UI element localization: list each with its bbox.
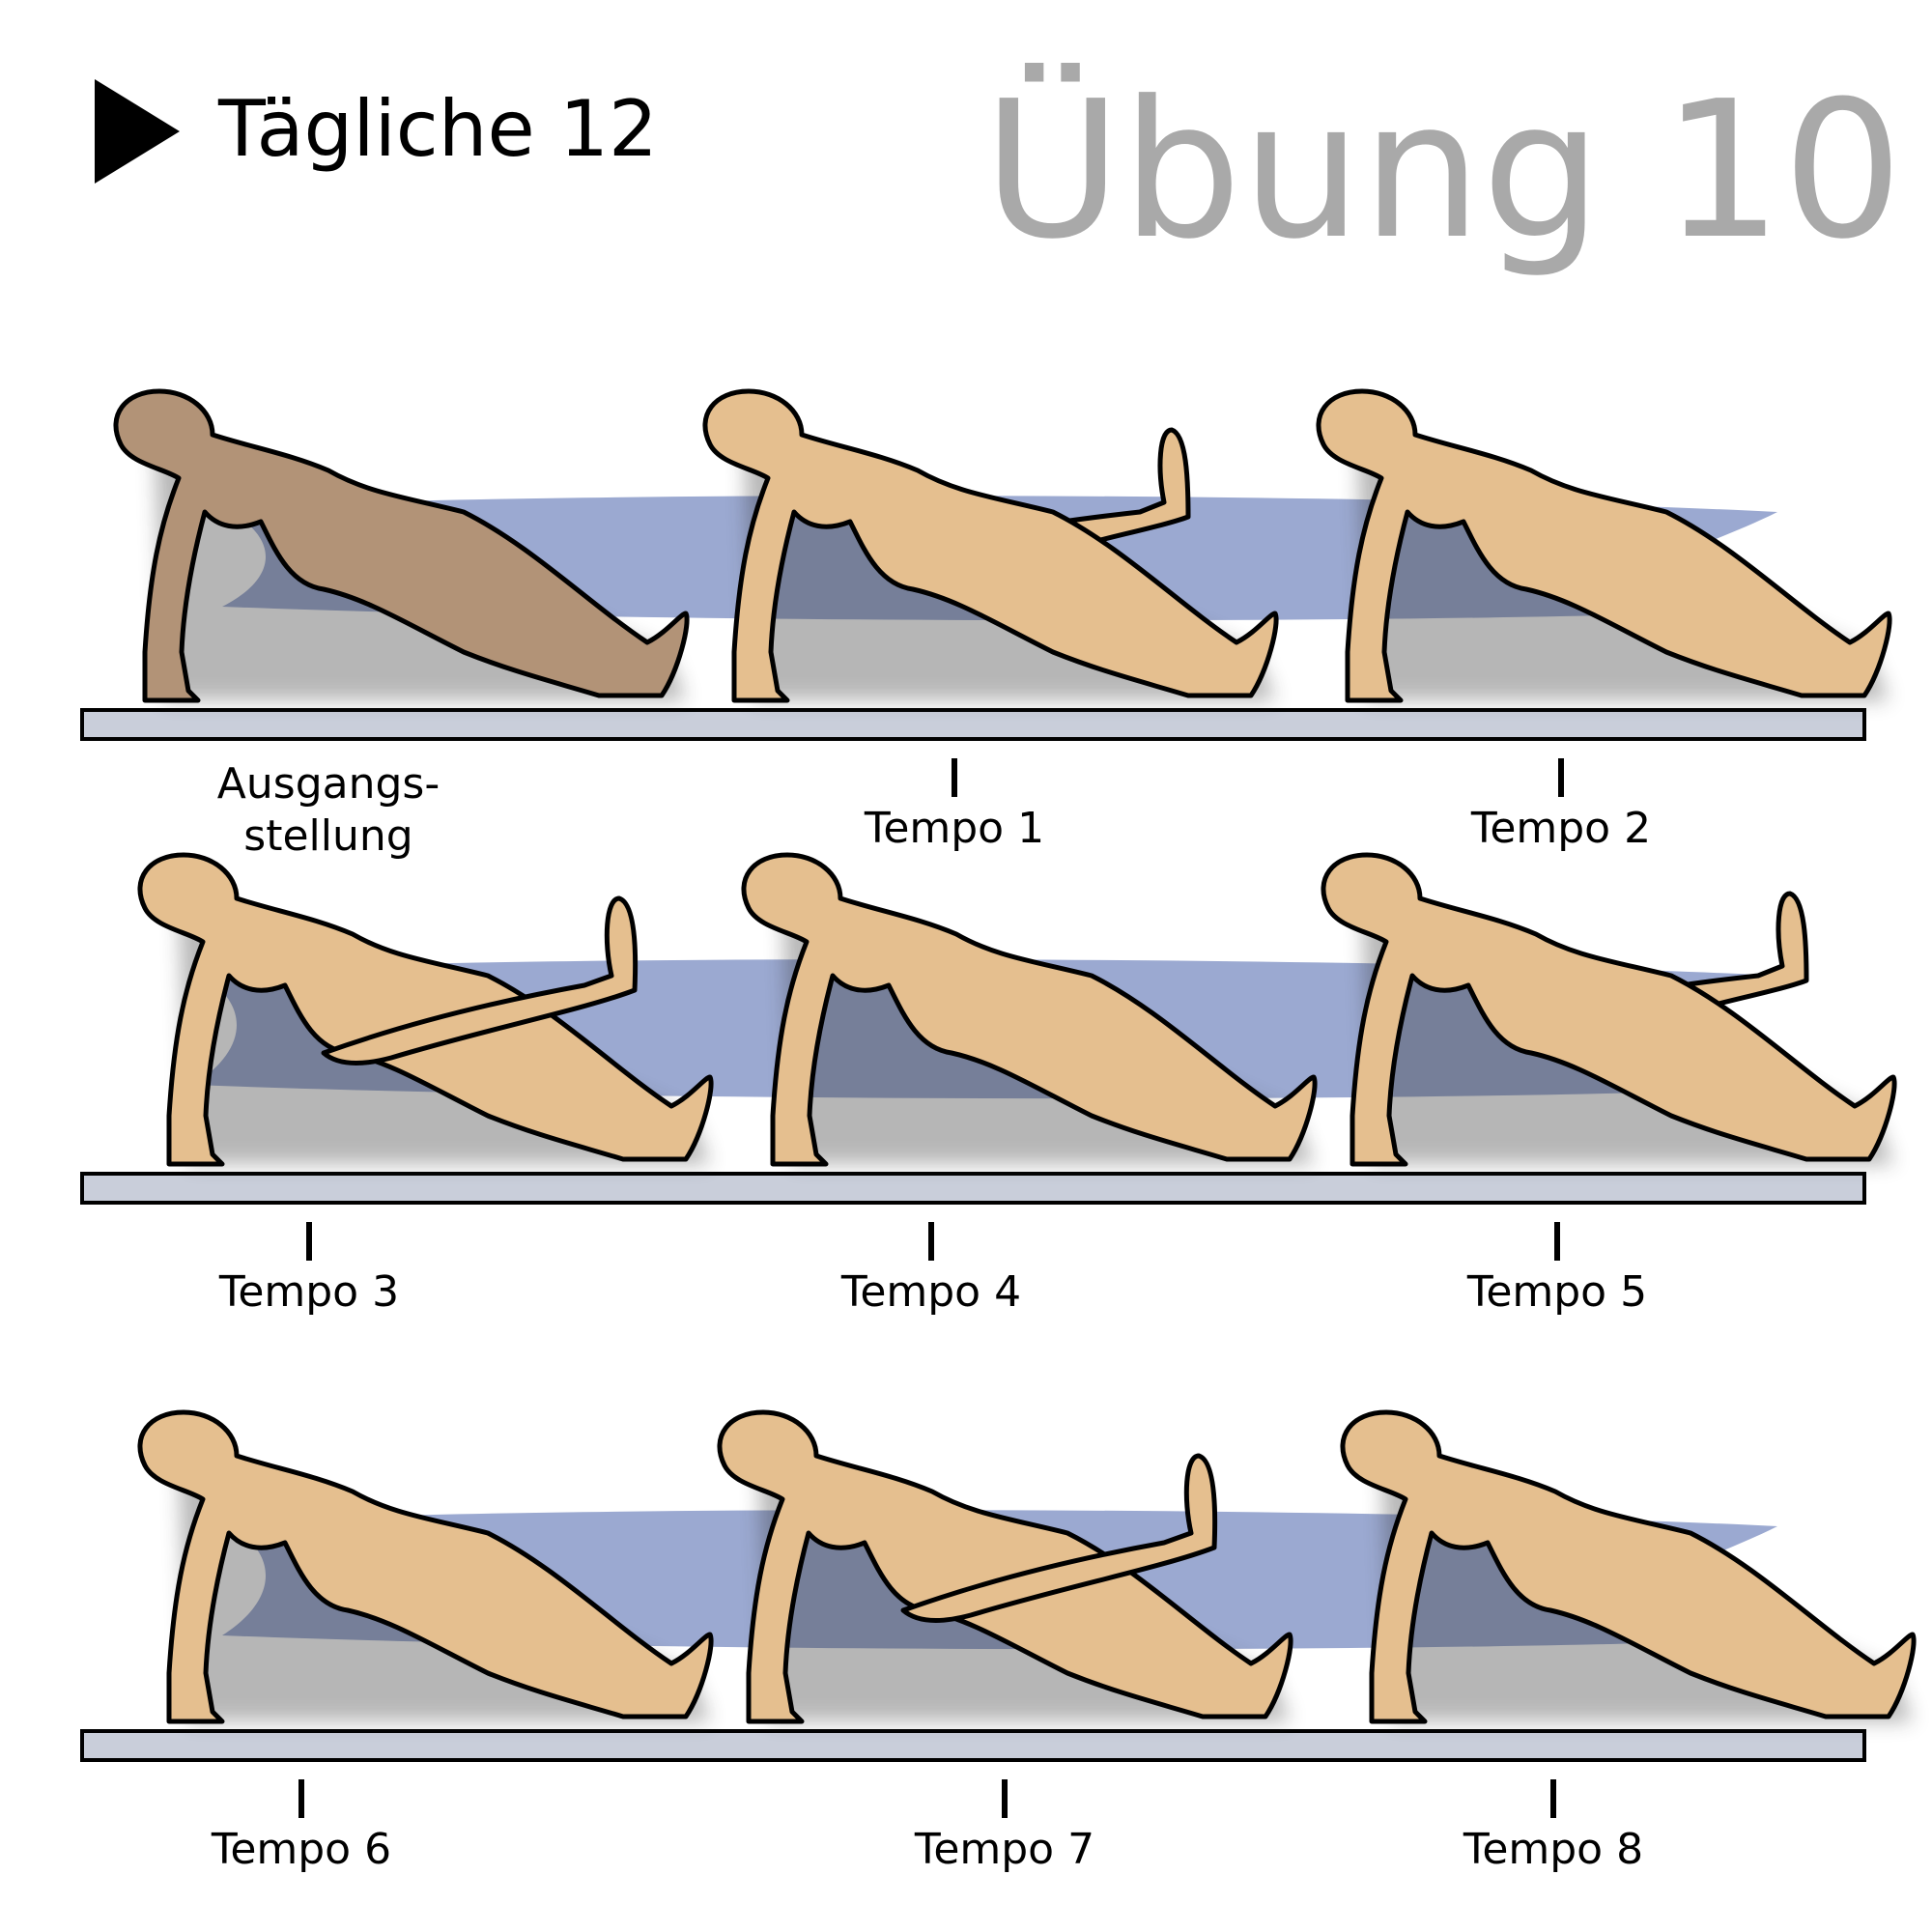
count-tick — [298, 1779, 304, 1818]
exercise-title: Übung 10 — [982, 61, 1903, 281]
exercise-figure — [1321, 852, 1897, 1167]
exercise-figure — [137, 1409, 714, 1724]
series-title: Tägliche 12 — [218, 84, 658, 174]
step-label: Tempo 5 — [1466, 1267, 1648, 1317]
floor-mat — [80, 708, 1866, 741]
exercise-figure — [741, 852, 1318, 1167]
play-triangle-icon — [95, 79, 180, 184]
count-tick — [1558, 758, 1564, 797]
figure-body — [702, 388, 1279, 703]
exercise-figure — [1340, 1409, 1917, 1724]
step-label: Tempo 7 — [914, 1825, 1095, 1874]
figure-body — [1321, 852, 1897, 1167]
count-tick — [1002, 1779, 1008, 1818]
figure-body — [1316, 388, 1892, 703]
count-tick — [306, 1222, 312, 1261]
figure-body — [741, 852, 1318, 1167]
figure-body — [137, 852, 714, 1167]
count-tick — [928, 1222, 934, 1261]
count-tick — [1554, 1222, 1560, 1261]
step-label: Tempo 1 — [864, 804, 1045, 853]
count-tick — [952, 758, 957, 797]
figure-body — [1340, 1409, 1917, 1724]
step-label: Tempo 8 — [1463, 1825, 1644, 1874]
figure-body — [113, 388, 690, 703]
figure-body — [137, 1409, 714, 1724]
step-label: Ausgangs-stellung — [174, 758, 483, 863]
exercise-figure — [113, 388, 690, 703]
step-label-line: stellung — [243, 811, 413, 861]
exercise-figure — [717, 1409, 1293, 1724]
raised-leg — [900, 1453, 1218, 1623]
count-tick — [1550, 1779, 1556, 1818]
floor-mat — [80, 1172, 1866, 1205]
step-label: Tempo 3 — [218, 1267, 400, 1317]
figure-body — [717, 1409, 1293, 1724]
raised-leg — [321, 895, 639, 1065]
exercise-figure — [137, 852, 714, 1167]
floor-mat — [80, 1729, 1866, 1762]
step-label: Tempo 4 — [840, 1267, 1022, 1317]
step-label-line: Ausgangs- — [216, 759, 440, 809]
exercise-figure — [702, 388, 1279, 703]
step-label: Tempo 6 — [211, 1825, 392, 1874]
step-label: Tempo 2 — [1470, 804, 1652, 853]
exercise-figure — [1316, 388, 1892, 703]
